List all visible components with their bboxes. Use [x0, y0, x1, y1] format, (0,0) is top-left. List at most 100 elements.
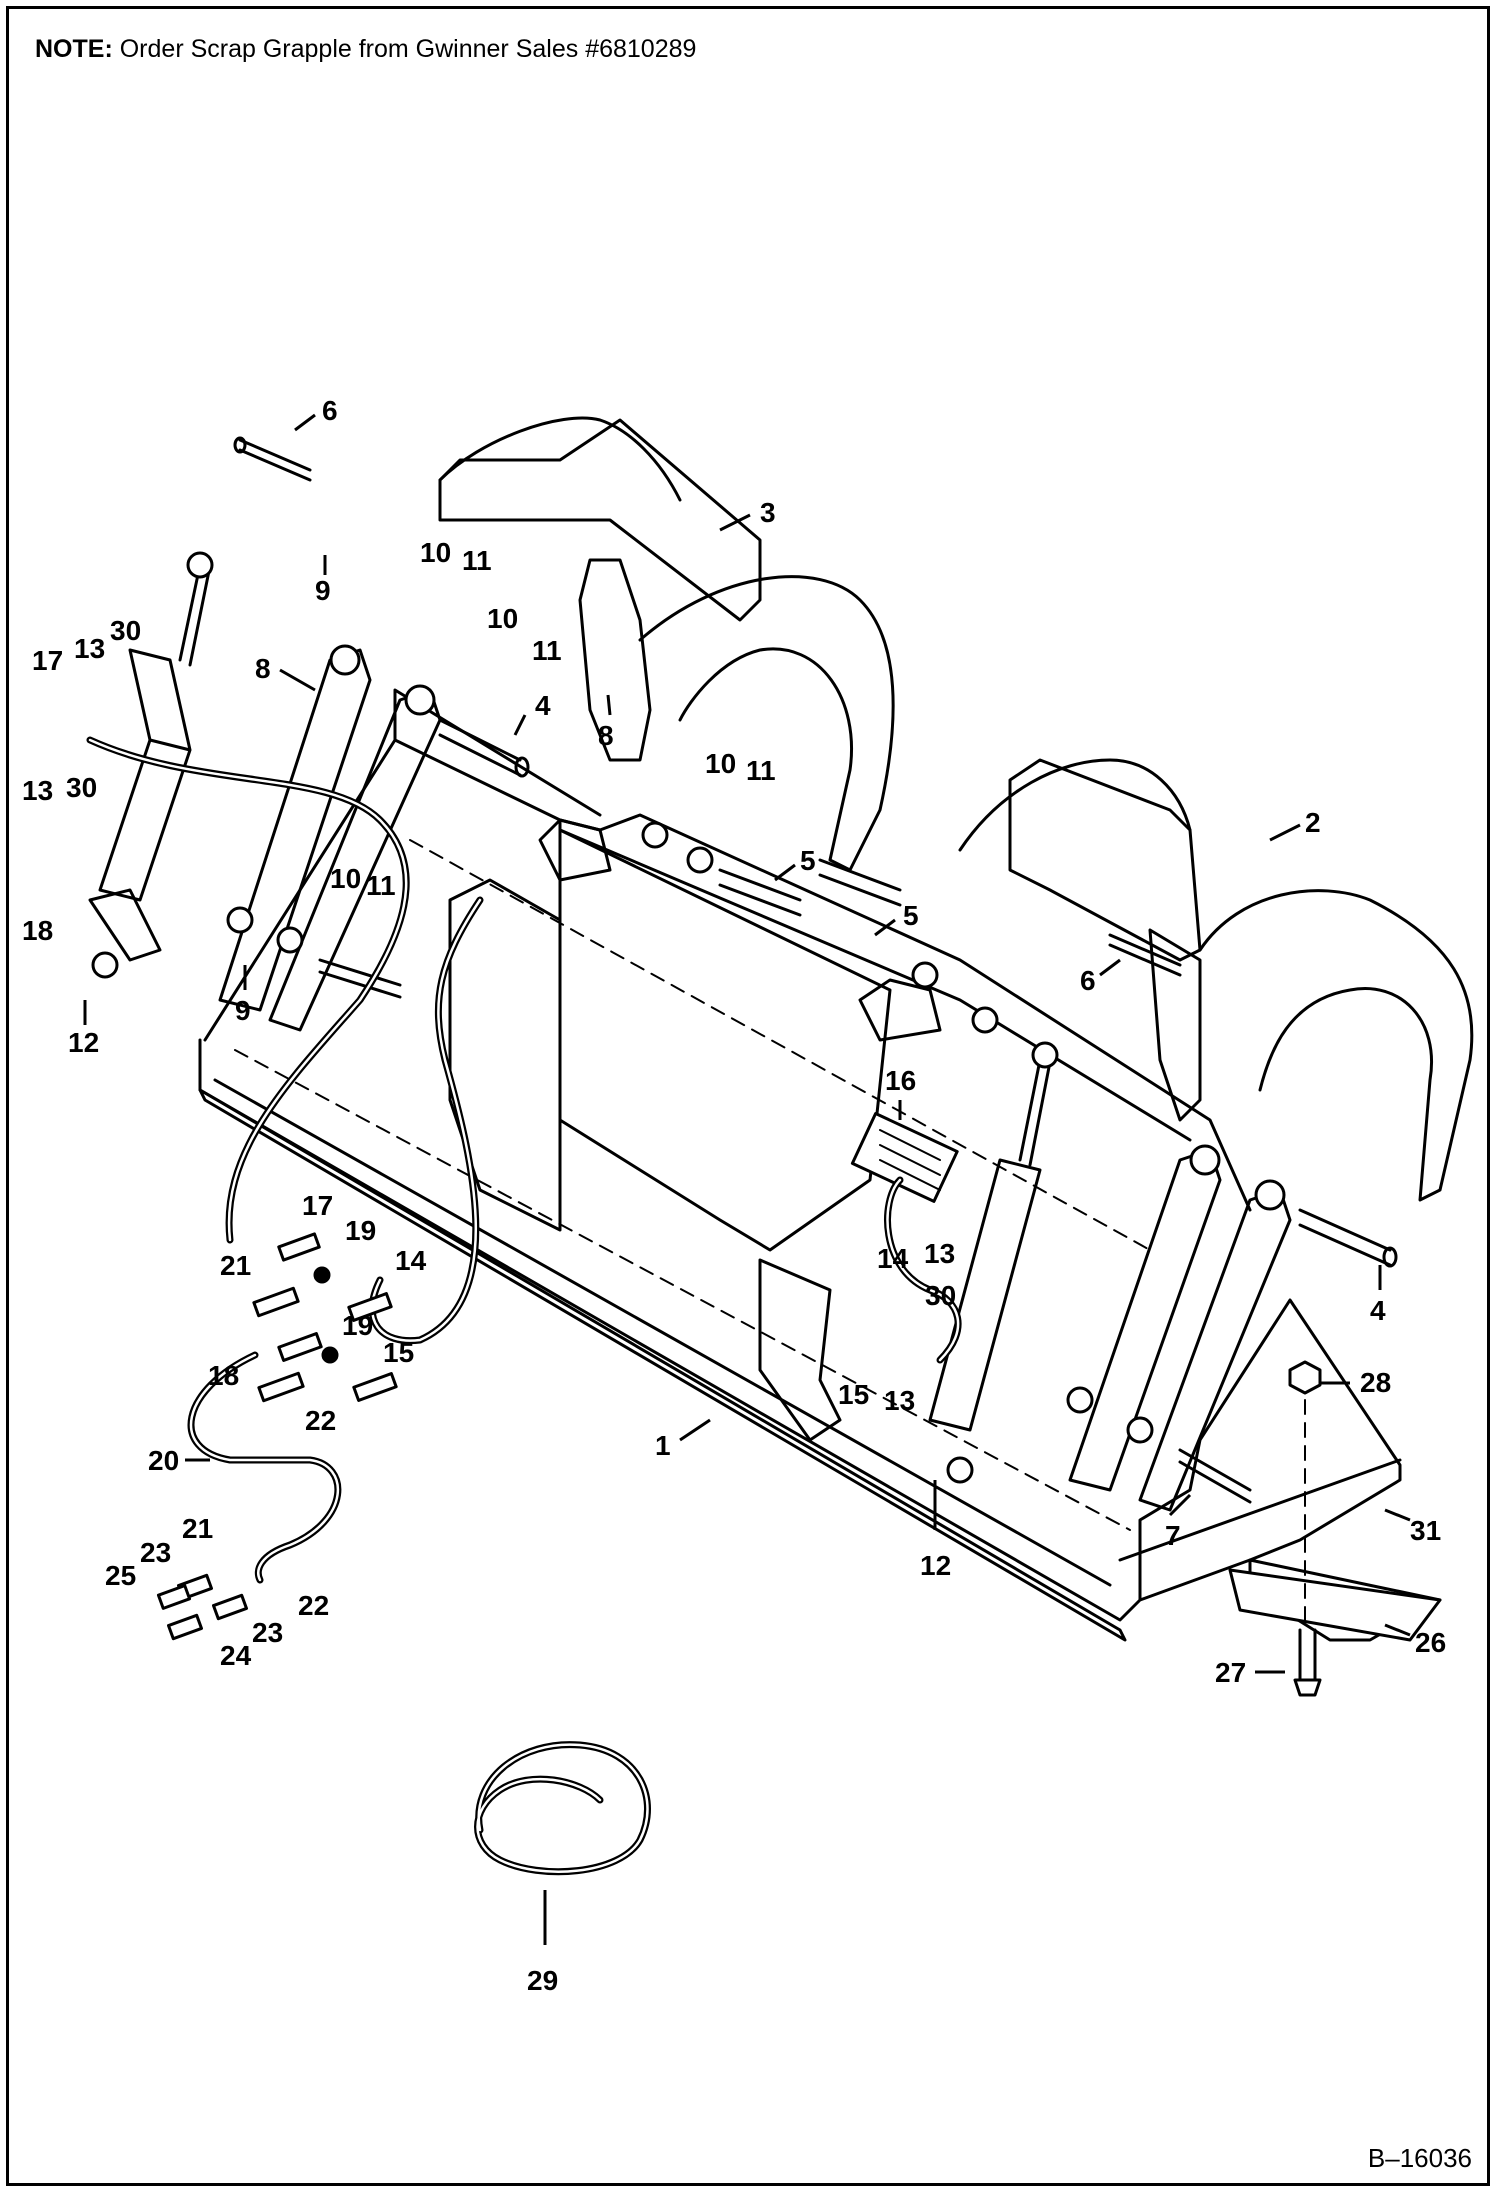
- center-bushing-1: [641, 821, 669, 849]
- fitting-21-left: [252, 1286, 300, 1318]
- callout-10-a: 10: [420, 537, 451, 568]
- pin-6-left-end: [233, 436, 247, 454]
- fitting-18-left: [277, 1332, 323, 1362]
- fitting-22-left: [257, 1371, 305, 1403]
- note-prefix: NOTE:: [35, 35, 113, 63]
- callout-8-center: 8: [598, 720, 614, 751]
- callout-17-b: 17: [302, 1190, 333, 1221]
- leader-5a: [774, 863, 796, 882]
- leader-26: [1384, 1623, 1411, 1637]
- callout-22-a: 22: [305, 1405, 336, 1436]
- mounting-frame-right: [758, 1258, 842, 1442]
- coupler-24: [167, 1613, 203, 1641]
- callout-2: 2: [1305, 807, 1321, 838]
- hose-loop-29-inner: [476, 1743, 649, 1873]
- note-text: Order Scrap Grapple from Gwinner Sales #…: [119, 35, 697, 63]
- cylinder-right-rod: [1018, 1058, 1052, 1167]
- pivot-bushing-left-1: [329, 644, 361, 676]
- callout-12-right: 12: [920, 1550, 951, 1581]
- pivot-bushing-right-2: [1254, 1179, 1286, 1211]
- pivot-arm-left-a: [218, 648, 372, 1012]
- leader-5b: [874, 918, 896, 937]
- callout-4-top: 4: [535, 690, 551, 721]
- grapple-3-tine-rear: [438, 416, 682, 502]
- hose-left-long: [86, 736, 410, 1244]
- bolt-27: [1293, 1628, 1322, 1697]
- callout-12-left: 12: [68, 1027, 99, 1058]
- drawing-frame: NOTE: Order Scrap Grapple from Gwinner S…: [6, 6, 1490, 2186]
- pivot-bushing-left-4: [276, 926, 304, 954]
- callout-1: 1: [655, 1430, 671, 1461]
- callout-30-b: 30: [66, 772, 97, 803]
- nut-28: [1288, 1360, 1322, 1395]
- leader-7: [1168, 1493, 1192, 1517]
- center-bushing-4: [971, 1006, 999, 1034]
- bucket-back: [393, 688, 1192, 1142]
- cylinder-left-body: [98, 648, 192, 902]
- hose-left-long-inner: [88, 738, 408, 1242]
- mounting-frame-left: [448, 878, 562, 1232]
- callout-31: 31: [1410, 1515, 1441, 1546]
- pin-5-a: [718, 868, 802, 917]
- callout-15-a: 15: [383, 1337, 414, 1368]
- cylinder-left-rod: [178, 563, 212, 667]
- leader-6-left: [294, 413, 316, 432]
- callout-11-c: 11: [746, 755, 776, 786]
- callout-15-b: 15: [838, 1379, 869, 1410]
- callout-labels: 1 2 3 4 4 5 5 6 6 7 8 8 9 9 10 10 10 10 …: [22, 395, 1446, 1996]
- leader-8-center: [606, 694, 612, 716]
- callout-13-b: 13: [22, 775, 53, 806]
- callout-24: 24: [220, 1640, 252, 1671]
- pivot-bushing-right-4: [1126, 1416, 1154, 1444]
- center-bushing-3: [911, 961, 939, 989]
- callout-18-a: 18: [22, 915, 53, 946]
- cutting-edge-26: [1228, 1568, 1442, 1642]
- pin-4-right-end: [1382, 1246, 1398, 1268]
- grapple-3-tine-curve: [638, 575, 895, 872]
- callout-10-b: 10: [487, 603, 518, 634]
- bucket-top-edge: [203, 738, 1252, 1212]
- fitting-17-left: [277, 1232, 321, 1262]
- grapple-2-tine-rear: [958, 758, 1192, 852]
- callout-20: 20: [148, 1445, 179, 1476]
- bucket-cutting-edge: [198, 1088, 1127, 1642]
- leader-4-top: [513, 714, 527, 736]
- grapple-bucket-drawing: [86, 416, 1474, 1876]
- callout-30-a: 30: [110, 615, 141, 646]
- pin-4-top-end: [514, 756, 530, 778]
- callout-23-a: 23: [140, 1537, 171, 1568]
- bucket-floor: [213, 1078, 1402, 1587]
- callout-7: 7: [1165, 1520, 1181, 1551]
- callout-leaders: [83, 413, 1411, 1945]
- callout-19-b: 19: [342, 1310, 373, 1341]
- callout-10-d: 10: [330, 863, 361, 894]
- callout-9-top: 9: [315, 575, 331, 606]
- callout-11-b: 11: [532, 635, 562, 666]
- cylinder-left-eye-top: [186, 551, 214, 579]
- grapple-2-tine: [1198, 889, 1474, 1202]
- callout-14-b: 14: [877, 1243, 909, 1274]
- pivot-bushing-right-3: [1066, 1386, 1094, 1414]
- callout-26: 26: [1415, 1627, 1446, 1658]
- leader-2: [1269, 823, 1301, 842]
- center-bushing-2: [686, 846, 714, 874]
- hose-center-long-inner: [370, 898, 482, 1342]
- bucket-inner-line: [234, 1049, 1131, 1531]
- center-ear-left: [538, 818, 612, 882]
- callout-8-left: 8: [255, 653, 271, 684]
- callout-28: 28: [1360, 1367, 1391, 1398]
- coupler-25: [156, 1584, 192, 1610]
- fitting-14-left: [347, 1292, 393, 1322]
- callout-29: 29: [527, 1965, 558, 1996]
- cylinder-right-eye-top: [1031, 1041, 1059, 1069]
- pin-6-left: [238, 438, 312, 482]
- fitting-15-left: [352, 1372, 398, 1402]
- drawing-reference-code: B–16036: [1367, 2143, 1472, 2173]
- callout-21-b: 21: [182, 1513, 213, 1544]
- cylinder-left-base: [88, 888, 162, 962]
- valve-detail: [879, 1129, 941, 1191]
- callout-3: 3: [760, 497, 776, 528]
- hose-coil-20-inner: [189, 1353, 340, 1582]
- order-note: NOTE: Order Scrap Grapple from Gwinner S…: [35, 35, 696, 64]
- grapple-3-frame: [438, 418, 762, 622]
